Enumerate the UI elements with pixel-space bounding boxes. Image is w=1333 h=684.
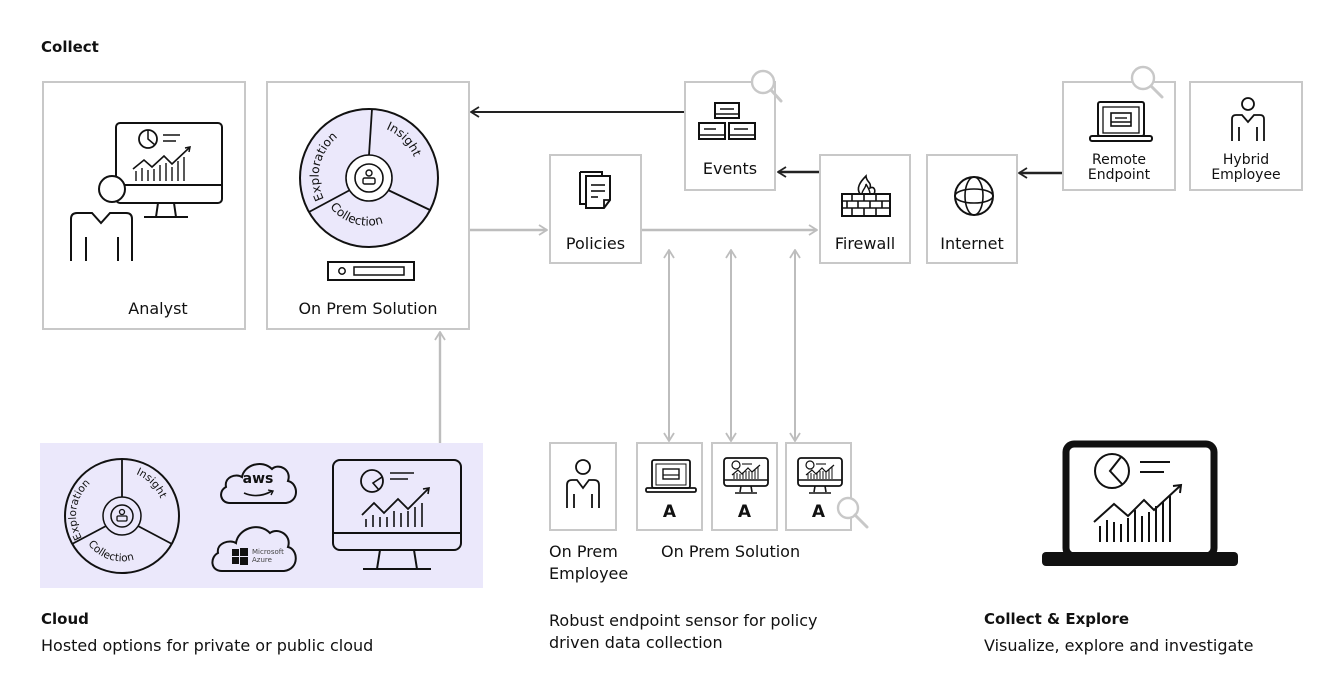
node-hybrid-employee[interactable]: Hybrid Employee <box>1189 81 1303 191</box>
onprem-description-2: driven data collection <box>549 633 723 652</box>
monitor-chart-icon <box>723 457 769 494</box>
svg-text:Exploration: Exploration <box>67 477 93 542</box>
cloud-panel[interactable]: Exploration Insight Collection aws Micro… <box>40 443 483 588</box>
agent-badge: A <box>662 502 677 522</box>
windows-logo-icon <box>232 548 248 565</box>
firewall-icon <box>841 174 891 217</box>
node-remote-endpoint-label-2: Endpoint <box>1087 167 1151 183</box>
svg-text:Insight: Insight <box>135 466 169 500</box>
node-remote-endpoint[interactable]: Remote Endpoint <box>1062 81 1176 191</box>
cloud-description: Hosted options for private or public clo… <box>41 636 374 655</box>
aws-cloud: aws <box>216 457 300 509</box>
event-blocks-icon <box>698 102 756 140</box>
azure-label-1: Microsoft <box>252 548 284 556</box>
node-agent-desktop[interactable]: A <box>711 442 778 531</box>
node-analyst-label: Analyst <box>128 299 188 318</box>
capability-wheel-icon: Exploration Insight Collection <box>299 108 439 248</box>
person-icon <box>566 459 600 508</box>
wheel-segment-insight: Insight <box>135 466 169 500</box>
wheel-segment-collection: Collection <box>86 538 135 564</box>
magnifier-icon <box>750 69 783 103</box>
laptop-icon <box>1089 101 1153 142</box>
magnifier-icon <box>836 496 869 529</box>
capability-wheel-icon: Exploration Insight Collection <box>64 458 180 574</box>
node-on-prem-solution-label: On Prem Solution <box>298 299 438 318</box>
azure-cloud: Microsoft Azure <box>208 519 300 575</box>
laptop-chart-icon <box>1042 440 1238 566</box>
explore-heading: Collect & Explore <box>984 610 1130 628</box>
node-on-prem-solution[interactable]: Exploration Insight Collection On Prem S… <box>266 81 470 330</box>
node-internet-label: Internet <box>940 234 1004 253</box>
documents-icon <box>579 171 611 209</box>
cloud-heading: Cloud <box>41 610 89 628</box>
wheel-segment-exploration: Exploration <box>67 477 93 542</box>
agent-badge: A <box>811 502 826 522</box>
node-analyst[interactable]: Analyst <box>42 81 246 330</box>
azure-label-2: Azure <box>252 556 272 564</box>
person-icon <box>1231 97 1265 141</box>
agent-badge: A <box>737 502 752 522</box>
globe-icon <box>954 176 994 216</box>
onprem-employee-label-1: On Prem <box>549 542 618 561</box>
azure-cloud-icon <box>211 526 297 572</box>
node-events[interactable]: Events <box>684 81 776 191</box>
agents-group-label: On Prem Solution <box>661 542 801 561</box>
node-agent-laptop[interactable]: A <box>636 442 703 531</box>
collect-heading: Collect <box>41 38 99 56</box>
explore-description: Visualize, explore and investigate <box>984 636 1254 655</box>
monitor-chart-icon <box>332 459 462 570</box>
onprem-description-1: Robust endpoint sensor for policy <box>549 611 818 630</box>
node-firewall[interactable]: Firewall <box>819 154 911 264</box>
magnifier-icon <box>1130 65 1164 99</box>
svg-text:Collection: Collection <box>86 538 135 564</box>
onprem-employee-label-2: Employee <box>549 564 629 583</box>
node-remote-endpoint-label-1: Remote <box>1091 152 1147 168</box>
node-internet[interactable]: Internet <box>926 154 1018 264</box>
node-onprem-employee[interactable] <box>549 442 617 531</box>
monitor-chart-icon <box>797 457 843 494</box>
server-appliance-icon <box>327 261 415 281</box>
node-hybrid-employee-label-2: Employee <box>1211 167 1281 183</box>
node-firewall-label: Firewall <box>834 234 896 253</box>
node-policies-label: Policies <box>565 234 626 253</box>
node-hybrid-employee-label-1: Hybrid <box>1222 152 1270 168</box>
node-events-label: Events <box>702 159 758 178</box>
analyst-monitor-icon <box>70 122 223 261</box>
aws-label: aws <box>242 471 274 487</box>
node-policies[interactable]: Policies <box>549 154 642 264</box>
aws-cloud-icon <box>220 462 297 504</box>
laptop-icon <box>645 459 697 493</box>
